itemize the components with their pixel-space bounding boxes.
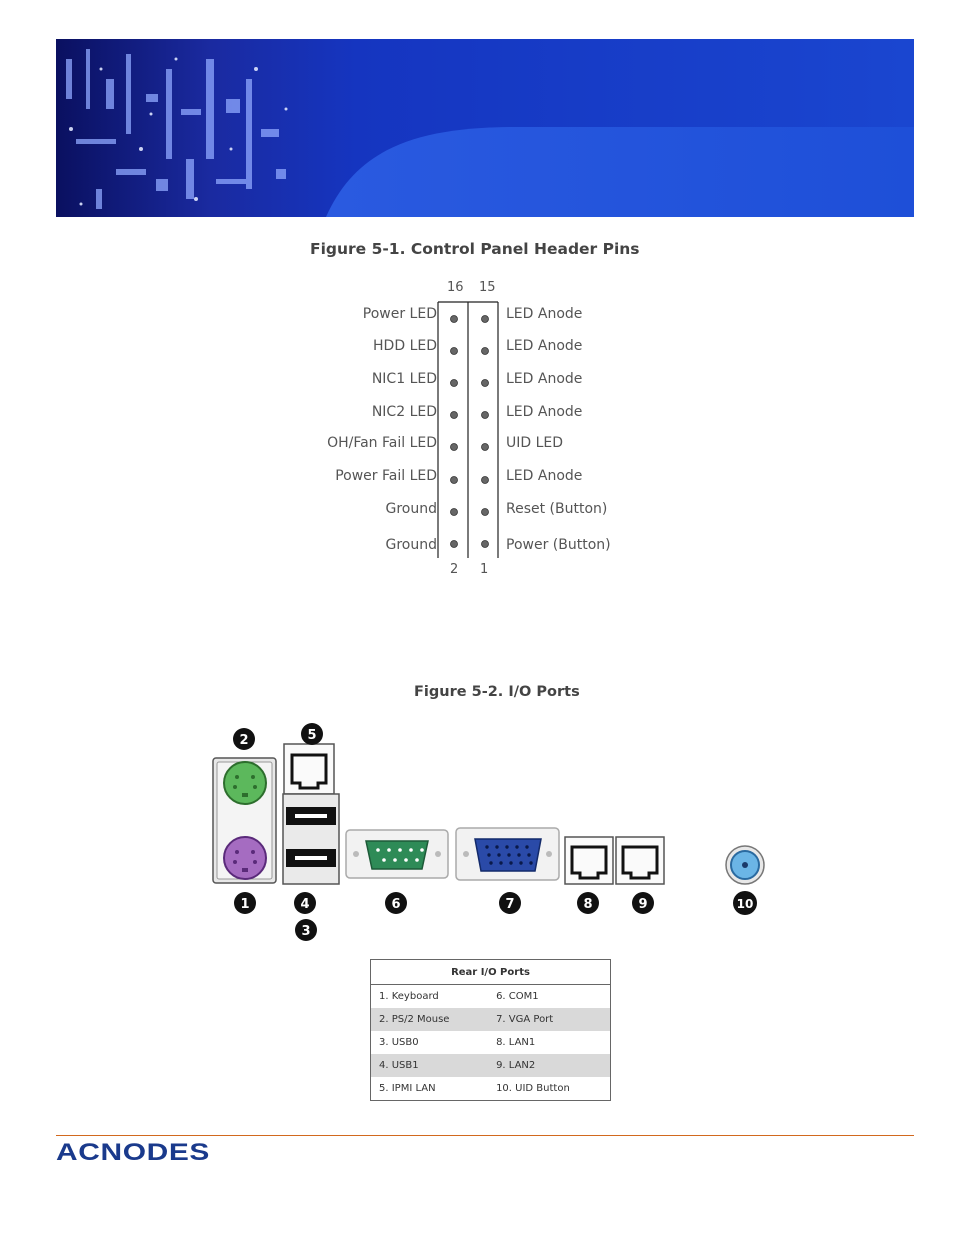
table-cell: 10. UID Button <box>496 1083 570 1094</box>
svg-text:4: 4 <box>300 897 309 912</box>
pin-label-right-6: LED Anode <box>506 468 583 484</box>
svg-text:8: 8 <box>583 897 592 912</box>
table-row: 2. PS/2 Mouse 7. VGA Port <box>370 1008 611 1031</box>
svg-text:ACNODES: ACNODES <box>56 1139 210 1164</box>
circuit-board-banner-image <box>56 39 914 217</box>
callout-6: 6 <box>385 892 407 914</box>
table-cell: 2. PS/2 Mouse <box>370 1008 489 1031</box>
table-row: 4. USB1 9. LAN2 <box>370 1054 611 1077</box>
pin-label-right-5: UID LED <box>506 435 564 451</box>
acnodes-logo: ACNODES <box>56 1138 212 1166</box>
pin-number-16: 16 <box>447 280 464 295</box>
pin-label-left-6: Power Fail LED <box>335 468 437 484</box>
pin-label-left-5: OH/Fan Fail LED <box>327 435 437 451</box>
pin-label-right-7: Reset (Button) <box>506 501 608 517</box>
pin-dots <box>450 315 489 548</box>
control-panel-header-diagram: 16 15 Power LED LED Anode HDD LED LED An… <box>0 0 954 600</box>
table-cell: 5. IPMI LAN <box>379 1083 436 1094</box>
callout-1: 1 <box>234 892 256 914</box>
figure-5-2-title: Figure 5-2. I/O Ports <box>414 684 580 700</box>
svg-text:7: 7 <box>505 897 514 912</box>
table-cell: 9. LAN2 <box>488 1054 611 1077</box>
callout-10: 10 <box>733 891 757 915</box>
ps2-ports <box>212 757 277 884</box>
table-cell: 3. USB0 <box>379 1037 419 1048</box>
lan2-port <box>615 836 665 885</box>
pin-label-right-2: LED Anode <box>506 338 583 354</box>
svg-text:3: 3 <box>301 924 310 939</box>
callout-8: 8 <box>577 892 599 914</box>
svg-text:9: 9 <box>638 897 647 912</box>
table-cell: 7. VGA Port <box>488 1008 611 1031</box>
pin-label-left-7: Ground <box>385 501 438 517</box>
callout-2: 2 <box>233 728 255 750</box>
svg-text:6: 6 <box>391 897 400 912</box>
pin-label-right-3: LED Anode <box>506 371 583 387</box>
callout-9: 9 <box>632 892 654 914</box>
pin-label-left-8: Ground <box>385 537 438 553</box>
callout-3: 3 <box>295 919 317 941</box>
pin-number-2: 2 <box>450 562 459 577</box>
com1-port <box>345 829 449 879</box>
pin-number-1: 1 <box>480 562 489 577</box>
pin-number-15: 15 <box>479 280 496 295</box>
ipmi-lan-and-usb-ports <box>282 743 340 885</box>
callout-4: 4 <box>294 892 316 914</box>
table-cell: 4. USB1 <box>370 1054 489 1077</box>
callout-7: 7 <box>499 892 521 914</box>
table-row: 5. IPMI LAN 10. UID Button <box>371 1077 611 1101</box>
table-header: Rear I/O Ports <box>370 959 611 985</box>
pin-label-left-1: Power LED <box>362 306 437 322</box>
header-banner <box>56 39 914 217</box>
pin-label-right-4: LED Anode <box>506 404 583 420</box>
pin-label-left-2: HDD LED <box>373 338 437 354</box>
table-row: 1. Keyboard 6. COM1 <box>371 985 611 1009</box>
pin-label-left-3: NIC1 LED <box>371 371 437 387</box>
pin-label-left-4: NIC2 LED <box>371 404 437 420</box>
pin-label-right-1: LED Anode <box>506 306 583 322</box>
lan1-port <box>564 836 614 885</box>
footer-rule <box>56 1135 914 1136</box>
acnodes-logo-image: ACNODES <box>56 1139 210 1166</box>
pin-label-right-8: Power (Button) <box>506 537 611 553</box>
figure-5-1-title: Figure 5-1. Control Panel Header Pins <box>310 240 640 258</box>
uid-button <box>725 845 765 885</box>
io-panel-graphic: 2 5 1 4 3 6 7 8 9 10 <box>212 723 765 941</box>
table-row: 3. USB0 8. LAN1 <box>371 1031 611 1054</box>
callout-5: 5 <box>301 723 323 745</box>
svg-text:5: 5 <box>307 728 316 743</box>
rear-io-ports-table: Rear I/O Ports 1. Keyboard 6. COM1 2. PS… <box>370 959 611 1101</box>
svg-text:10: 10 <box>737 897 754 911</box>
svg-text:2: 2 <box>239 733 248 748</box>
table-cell: 6. COM1 <box>496 991 539 1002</box>
table-cell: 8. LAN1 <box>496 1037 536 1048</box>
io-ports-illustration: 2 5 1 4 3 6 7 8 9 10 <box>200 715 800 955</box>
pin-grid <box>437 301 499 558</box>
svg-text:1: 1 <box>240 897 249 912</box>
vga-port <box>455 827 560 881</box>
table-cell: 1. Keyboard <box>379 991 439 1002</box>
